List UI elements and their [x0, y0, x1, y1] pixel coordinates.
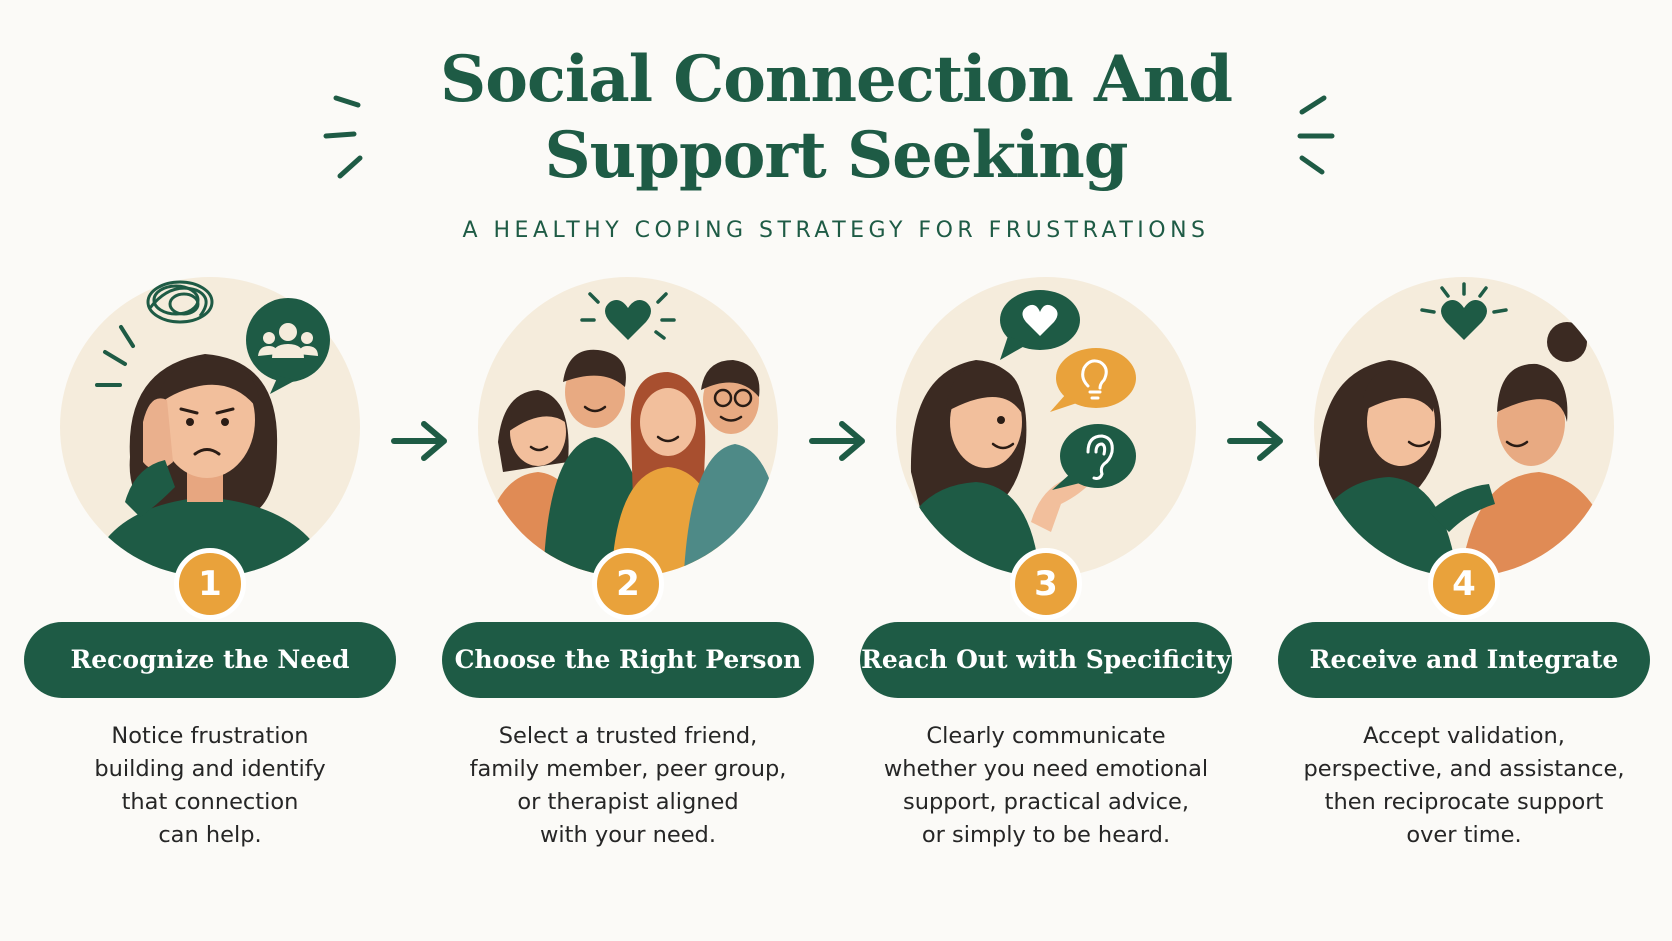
step-3-description: Clearly communicate whether you need emo…	[866, 720, 1226, 852]
step-1-title: Recognize the Need	[24, 622, 396, 698]
step-3-description-line: Clearly communicate	[926, 723, 1166, 749]
heart-bubble-icon	[1000, 290, 1080, 360]
heart-icon	[1420, 282, 1508, 340]
title-line-2: Support Seeking	[544, 118, 1128, 193]
step-4-description-line: over time.	[1406, 822, 1522, 848]
step-4-illustration	[1309, 272, 1619, 582]
step-2-description-line: family member, peer group,	[469, 756, 787, 782]
step-1-number-badge: 1	[174, 548, 246, 620]
step-3-description-line: whether you need emotional	[883, 756, 1209, 782]
step-1: 1 Recognize the Need Notice frustration …	[20, 272, 400, 912]
step-2-description: Select a trusted friend, family member, …	[448, 720, 808, 852]
step-1-description-line: Notice frustration	[111, 723, 309, 749]
step-2-description-line: with your need.	[539, 822, 716, 848]
step-3: 3 Reach Out with Specificity Clearly com…	[856, 272, 1236, 912]
title-line-1: Social Connection And	[440, 42, 1233, 117]
step-4: 4 Receive and Integrate Accept validatio…	[1274, 272, 1654, 912]
step-2-description-line: or therapist aligned	[517, 789, 739, 815]
step-1-description-line: building and identify	[94, 756, 326, 782]
step-3-number-badge: 3	[1010, 548, 1082, 620]
heart-icon	[580, 292, 676, 340]
arrow-right-icon	[809, 421, 865, 461]
step-1-description: Notice frustration building and identify…	[30, 720, 390, 852]
step-2-title: Choose the Right Person	[442, 622, 814, 698]
step-4-number-badge: 4	[1428, 548, 1500, 620]
ear-bubble-icon	[1052, 424, 1136, 490]
page-subtitle: A HEALTHY COPING STRATEGY FOR FRUSTRATIO…	[462, 218, 1210, 243]
spark-lines-right-icon	[1297, 95, 1335, 175]
step-3-illustration	[891, 272, 1201, 582]
arrow-right-icon	[1227, 421, 1283, 461]
step-4-description-line: then reciprocate support	[1324, 789, 1604, 815]
step-3-description-line: support, practical advice,	[902, 789, 1190, 815]
step-1-description-line: that connection	[121, 789, 299, 815]
group-speech-bubble-icon	[246, 298, 330, 394]
tangled-thought-icon	[146, 280, 214, 324]
step-2: 2 Choose the Right Person Select a trust…	[438, 272, 818, 912]
step-2-number-badge: 2	[592, 548, 664, 620]
step-3-description-line: or simply to be heard.	[921, 822, 1171, 848]
step-2-description-line: Select a trusted friend,	[498, 723, 758, 749]
step-4-title: Receive and Integrate	[1278, 622, 1650, 698]
spark-lines-left-icon	[323, 95, 363, 179]
step-4-description-line: perspective, and assistance,	[1303, 756, 1625, 782]
step-3-title: Reach Out with Specificity	[860, 622, 1232, 698]
step-4-description-line: Accept validation,	[1363, 723, 1565, 749]
lightbulb-bubble-icon	[1050, 348, 1136, 412]
step-4-description: Accept validation, perspective, and assi…	[1284, 720, 1644, 852]
step-1-description-line: can help.	[158, 822, 262, 848]
arrow-right-icon	[391, 421, 447, 461]
step-1-illustration	[55, 272, 365, 582]
page-title: Social Connection And Support Seeking	[0, 42, 1672, 194]
